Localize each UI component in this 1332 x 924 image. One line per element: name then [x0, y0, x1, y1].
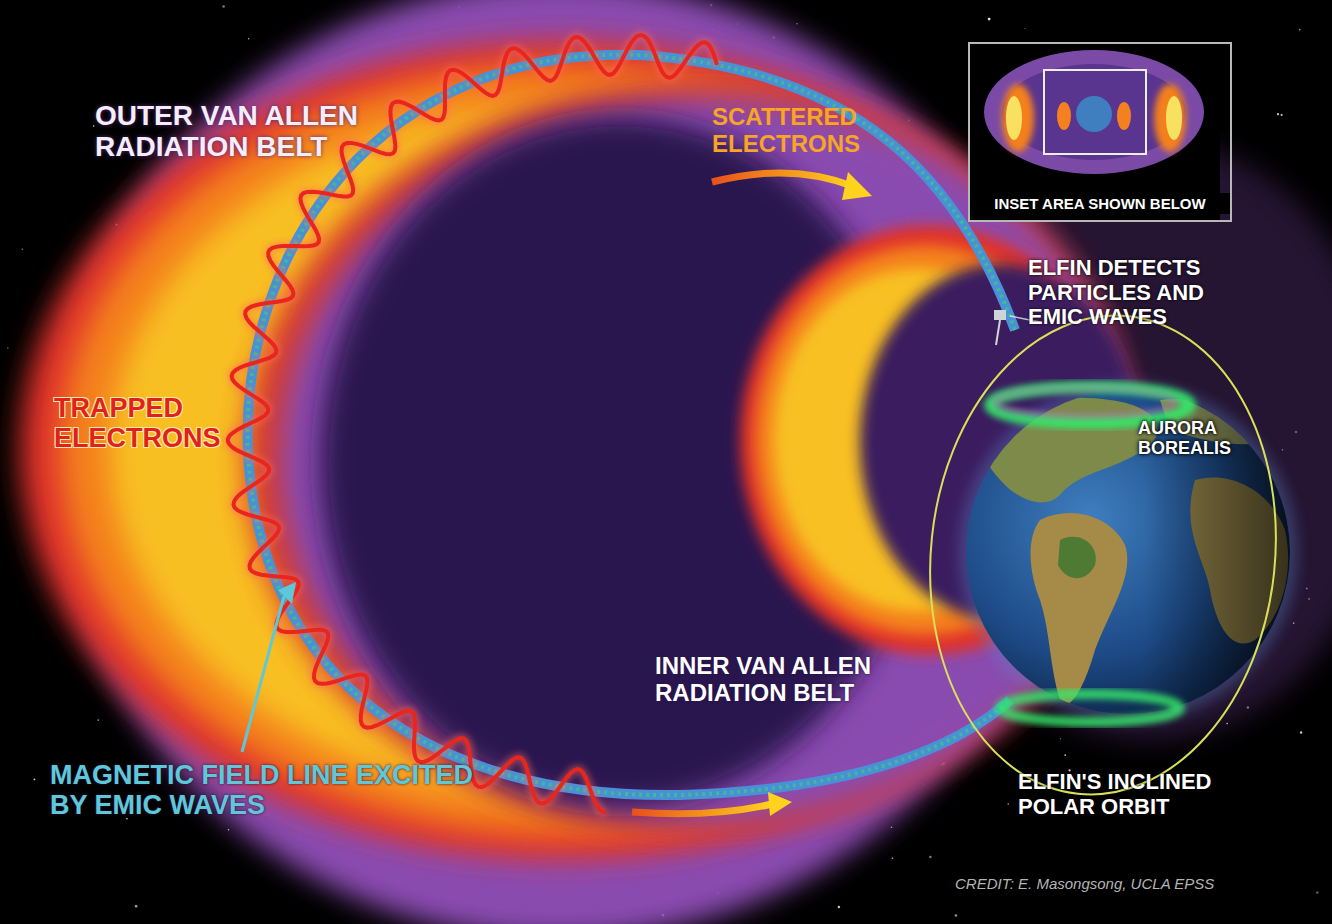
field-line-label: MAGNETIC FIELD LINE EXCITED BY EMIC WAVE… [50, 760, 480, 820]
star [796, 23, 798, 25]
star [1281, 114, 1283, 116]
star [955, 914, 958, 917]
particle-label: SCATTERED ELECTRONS [712, 104, 902, 158]
star [1299, 29, 1301, 31]
star [248, 38, 249, 39]
star [1060, 738, 1061, 739]
belt-label: INNER VAN ALLEN RADIATION BELT [655, 653, 925, 707]
star [1064, 754, 1066, 756]
star [988, 18, 991, 21]
star [97, 719, 99, 721]
star [228, 829, 229, 830]
star [93, 125, 95, 127]
star [1316, 891, 1319, 894]
star [838, 906, 841, 909]
star [892, 857, 894, 859]
star [929, 856, 931, 858]
satellite [994, 310, 1006, 345]
star [1300, 731, 1302, 733]
arrow-head [278, 582, 296, 604]
aurora-label: AURORA BOREALIS [1138, 418, 1268, 458]
outer-belt [20, 0, 1332, 924]
star [1007, 803, 1009, 805]
inset-box: INSET AREA SHOWN BELOW [968, 42, 1232, 222]
instrument-label: ELFIN DETECTS PARTICLES AND EMIC WAVES [1028, 256, 1258, 330]
stars [7, 4, 1319, 917]
star [22, 248, 23, 249]
star [1277, 113, 1279, 115]
scatter-arrow [632, 804, 772, 814]
particle-label: TRAPPED ELECTRONS [54, 393, 264, 453]
star [135, 905, 138, 908]
star [891, 826, 892, 827]
arrow-head [768, 792, 792, 816]
leader-line [242, 596, 284, 752]
credit-note: CREDIT: E. Masongsong, UCLA EPSS [955, 876, 1295, 893]
star [222, 5, 224, 7]
scatter-arrow [712, 173, 852, 186]
arrow-head [842, 172, 872, 200]
orbit [907, 298, 1299, 811]
star [34, 779, 36, 781]
star [7, 347, 9, 349]
belt-label: OUTER VAN ALLEN RADIATION BELT [95, 100, 395, 163]
inset-label: INSET AREA SHOWN BELOW [970, 193, 1230, 214]
orbit-label: ELFIN'S INCLINED POLAR ORBIT [1018, 770, 1278, 819]
star [1024, 28, 1025, 29]
